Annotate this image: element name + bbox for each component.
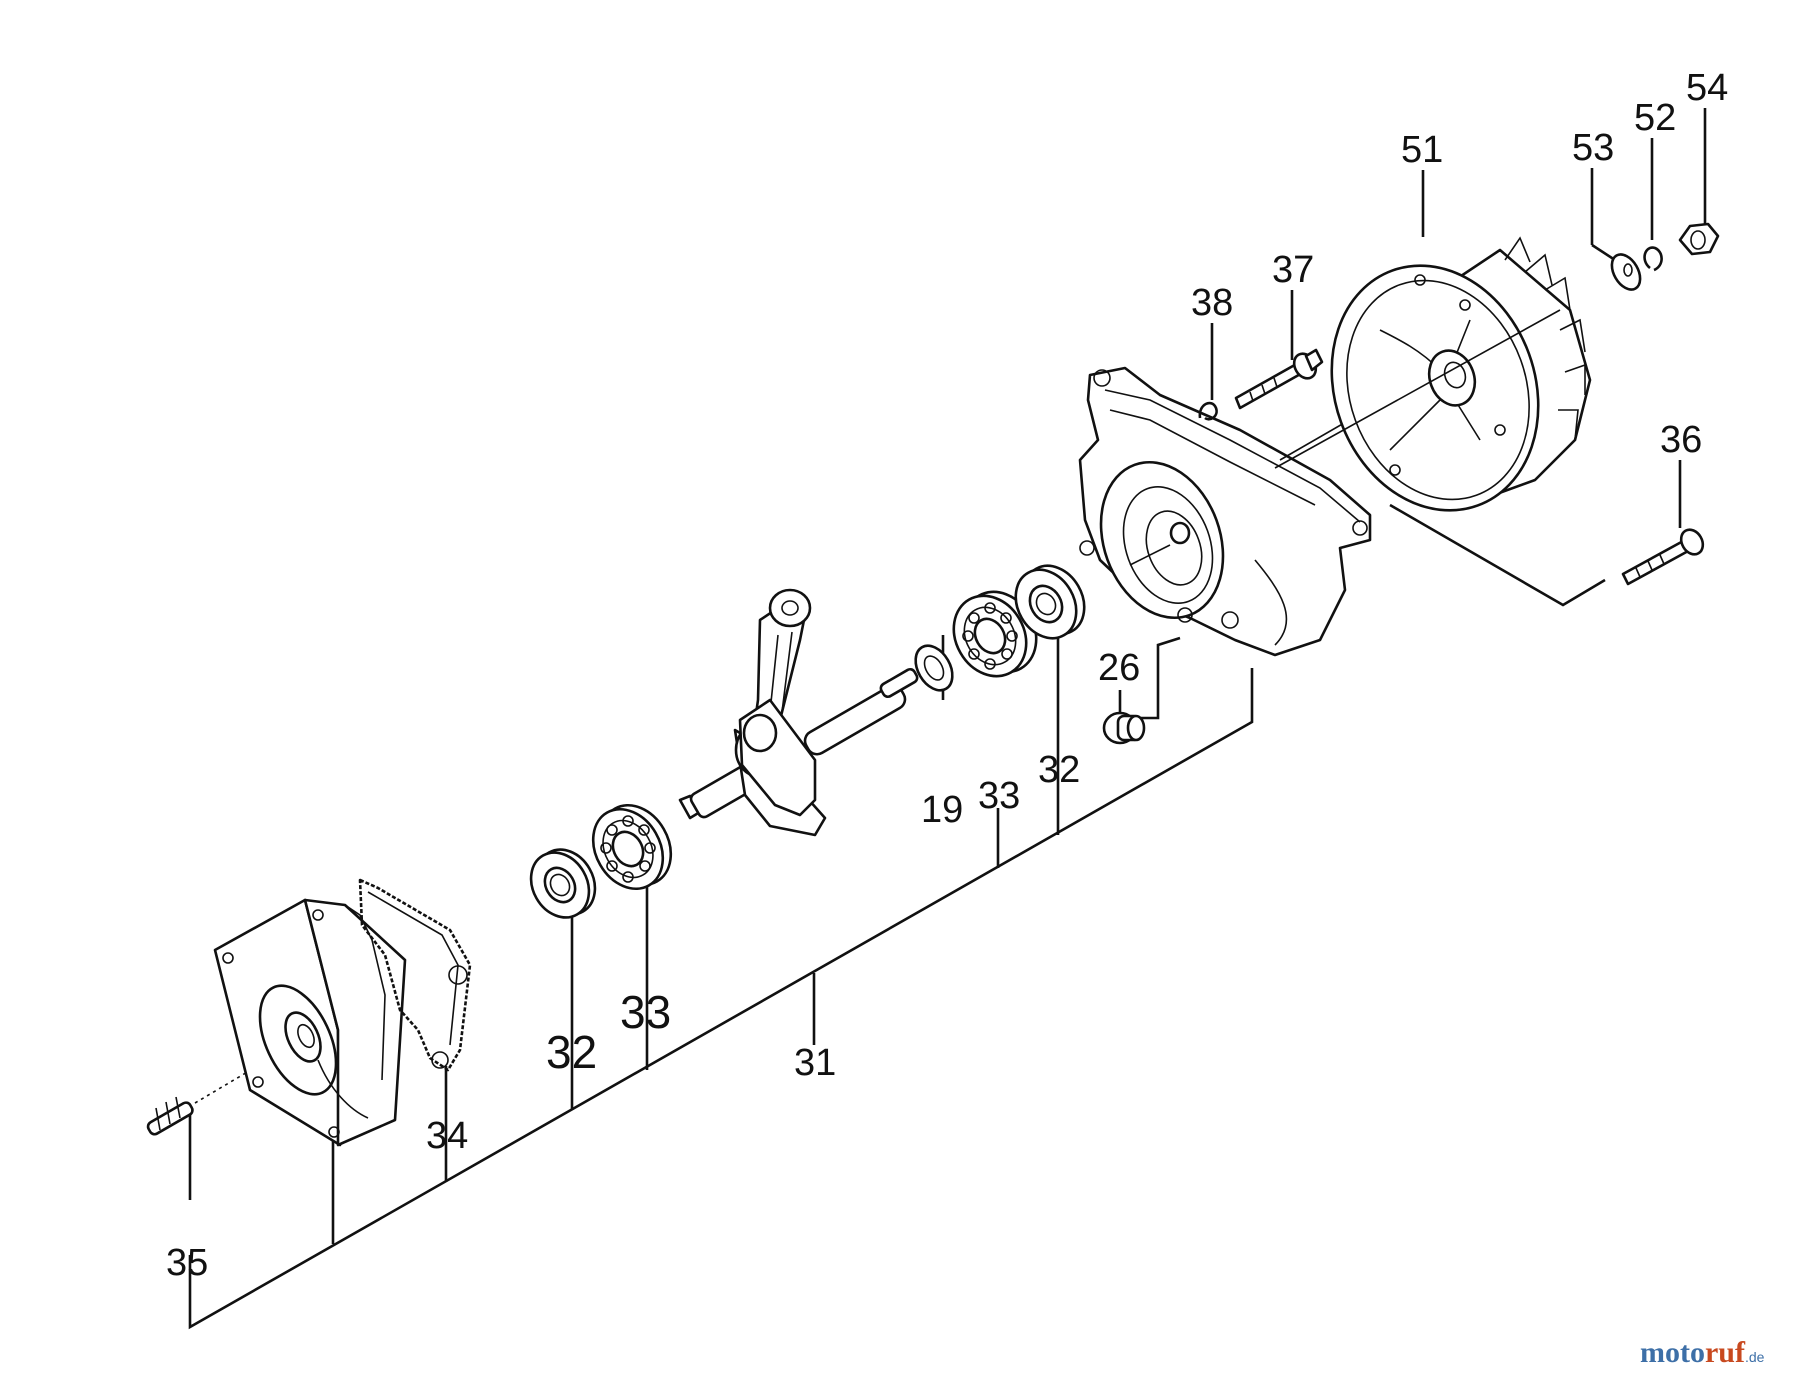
label-33-left: 33 — [620, 986, 671, 1038]
gasket-34 — [358, 878, 472, 1078]
bearing-32-left — [529, 848, 597, 919]
flywheel-51 — [1274, 170, 1592, 512]
label-38: 38 — [1191, 282, 1233, 324]
label-32-right: 32 — [1038, 749, 1080, 791]
label-19: 19 — [921, 789, 963, 831]
washer-53 — [1590, 168, 1642, 291]
label-34: 34 — [426, 1115, 468, 1157]
nut-54 — [1678, 108, 1720, 256]
label-26: 26 — [1098, 647, 1140, 689]
label-32-left: 32 — [546, 1026, 597, 1078]
label-51: 51 — [1401, 129, 1443, 171]
bolt-36 — [1389, 460, 1705, 607]
watermark-part1: moto — [1640, 1336, 1705, 1369]
label-37: 37 — [1272, 249, 1314, 291]
crankcase-right-half — [1078, 366, 1411, 657]
label-53: 53 — [1572, 127, 1614, 169]
bolt-37 — [1234, 290, 1324, 410]
stud-bolt-35 — [146, 1034, 311, 1200]
spring-washer-52 — [1643, 138, 1663, 272]
crankcase-left-half — [213, 898, 407, 1147]
label-52: 52 — [1634, 97, 1676, 139]
assembly-bracket-31 — [188, 612, 1254, 1330]
label-36: 36 — [1660, 419, 1702, 461]
plug-26 — [1102, 636, 1181, 745]
clip-38 — [1198, 323, 1218, 421]
crankshaft — [678, 588, 919, 837]
motoruf-watermark: motoruf.de — [1640, 1336, 1765, 1369]
label-54: 54 — [1686, 67, 1728, 109]
label-31: 31 — [794, 1042, 836, 1084]
part-labels: 54 52 53 51 37 38 36 26 19 33 32 33 32 3… — [166, 67, 1728, 1284]
watermark-part2: ruf — [1705, 1336, 1746, 1369]
bearing-32-right — [1014, 564, 1086, 640]
label-33-right: 33 — [978, 775, 1020, 817]
label-35: 35 — [166, 1242, 208, 1284]
watermark-suffix: .de — [1745, 1349, 1765, 1365]
washer-19 — [914, 644, 954, 692]
svg-text:motoruf.de: motoruf.de — [1640, 1336, 1765, 1369]
bearing-33-left — [591, 803, 673, 891]
